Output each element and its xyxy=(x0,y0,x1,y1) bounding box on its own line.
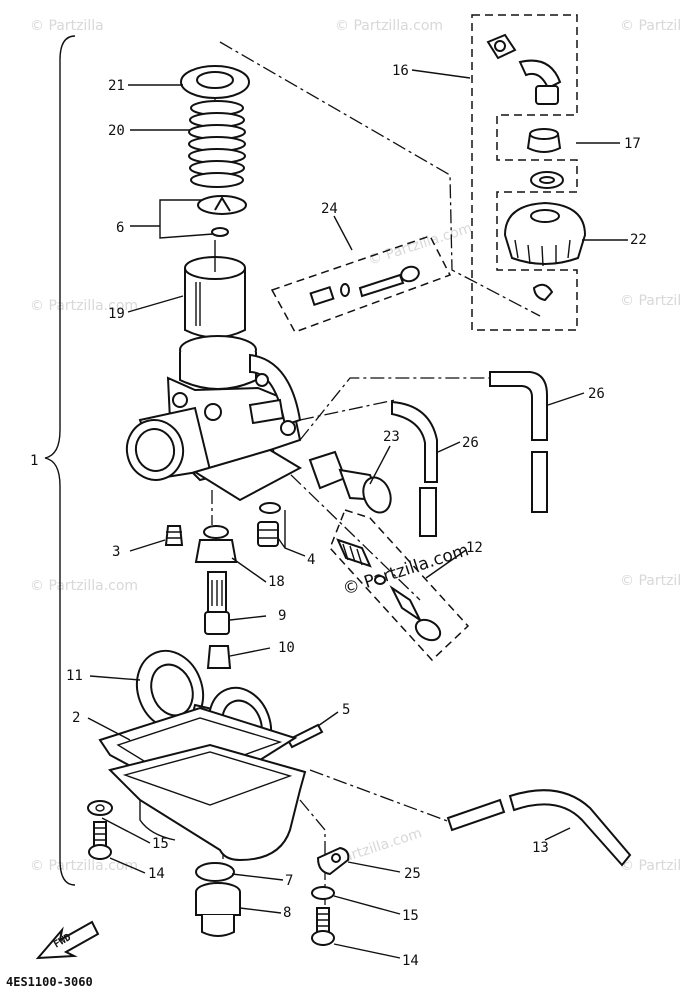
air-screw-group-box xyxy=(270,235,452,333)
label-26: 26 xyxy=(588,386,605,402)
label-17: 17 xyxy=(624,136,641,152)
label-16: 16 xyxy=(392,63,409,79)
mixing-chamber-cap xyxy=(503,201,587,267)
starter-plunger xyxy=(308,450,392,514)
o-ring xyxy=(195,862,235,882)
throttle-stop-group-box xyxy=(329,509,470,662)
needle-clip-plate xyxy=(197,195,247,237)
label-9: 9 xyxy=(278,608,286,624)
main-jet xyxy=(206,645,232,669)
label-15: 15 xyxy=(402,908,419,924)
part-labels: 1 2 3 4 5 6 7 8 9 10 11 12 13 14 14 15 1… xyxy=(30,63,647,969)
forward-arrow-icon: FWD xyxy=(35,920,100,960)
vent-hose-long xyxy=(489,371,548,513)
watermark: © Partzilla xyxy=(620,573,680,589)
float-pin xyxy=(286,723,324,749)
label-5: 5 xyxy=(342,702,350,718)
label-22: 22 xyxy=(630,232,647,248)
spring-seat xyxy=(180,65,250,99)
label-24: 24 xyxy=(321,201,338,217)
watermark: © Partzilla xyxy=(620,18,680,34)
float-chamber xyxy=(108,743,307,862)
assembly-brace xyxy=(44,35,76,886)
watermark: © Partzilla.com xyxy=(335,18,443,34)
label-4: 4 xyxy=(307,552,315,568)
washer xyxy=(311,886,335,900)
label-1: 1 xyxy=(30,453,38,469)
needle-jet-holder xyxy=(194,525,238,563)
label-14: 14 xyxy=(402,953,419,969)
vent-hose-short xyxy=(391,400,438,537)
label-8: 8 xyxy=(283,905,291,921)
watermark: © Partzilla xyxy=(30,18,104,34)
drain-hose xyxy=(446,789,632,867)
watermark: © Partzilla.com xyxy=(30,578,138,594)
label-18: 18 xyxy=(268,574,285,590)
pilot-jet xyxy=(164,525,184,546)
fuel-inlet-elbow xyxy=(486,33,562,105)
fuel-inlet-group-box xyxy=(471,14,578,331)
screw xyxy=(88,821,112,860)
diagram-code: 4ES1100-3060 xyxy=(6,975,93,989)
watermark: © Partzilla.com xyxy=(366,220,474,269)
leader-lines xyxy=(87,69,628,959)
clip xyxy=(532,283,554,302)
label-23: 23 xyxy=(383,429,400,445)
label-12: 12 xyxy=(466,540,483,556)
throttle-stop-screw-set xyxy=(336,538,442,642)
label-11: 11 xyxy=(66,668,83,684)
label-2: 2 xyxy=(72,710,80,726)
watermark: © Partzilla.com xyxy=(30,298,138,314)
watermark: © Partzilla xyxy=(620,293,680,309)
watermark: © Partzilla.com xyxy=(30,858,138,874)
label-19: 19 xyxy=(108,306,125,322)
watermark: © Partzilla xyxy=(620,858,680,874)
seal xyxy=(526,128,564,189)
screw xyxy=(311,907,335,946)
label-20: 20 xyxy=(108,123,125,139)
pilot-screw-set xyxy=(257,502,281,547)
label-3: 3 xyxy=(112,544,120,560)
label-6: 6 xyxy=(116,220,124,236)
label-7: 7 xyxy=(285,873,293,889)
washer xyxy=(87,800,113,816)
label-25: 25 xyxy=(404,866,421,882)
throttle-valve-spring xyxy=(188,100,246,188)
label-26: 26 xyxy=(462,435,479,451)
label-15: 15 xyxy=(152,836,169,852)
drain-plug xyxy=(195,882,241,937)
label-14: 14 xyxy=(148,866,165,882)
label-13: 13 xyxy=(532,840,549,856)
label-10: 10 xyxy=(278,640,295,656)
carburetor-body xyxy=(125,335,303,502)
main-nozzle xyxy=(204,571,230,635)
label-21: 21 xyxy=(108,78,125,94)
throttle-valve xyxy=(184,240,246,339)
air-screw-set xyxy=(309,265,420,307)
